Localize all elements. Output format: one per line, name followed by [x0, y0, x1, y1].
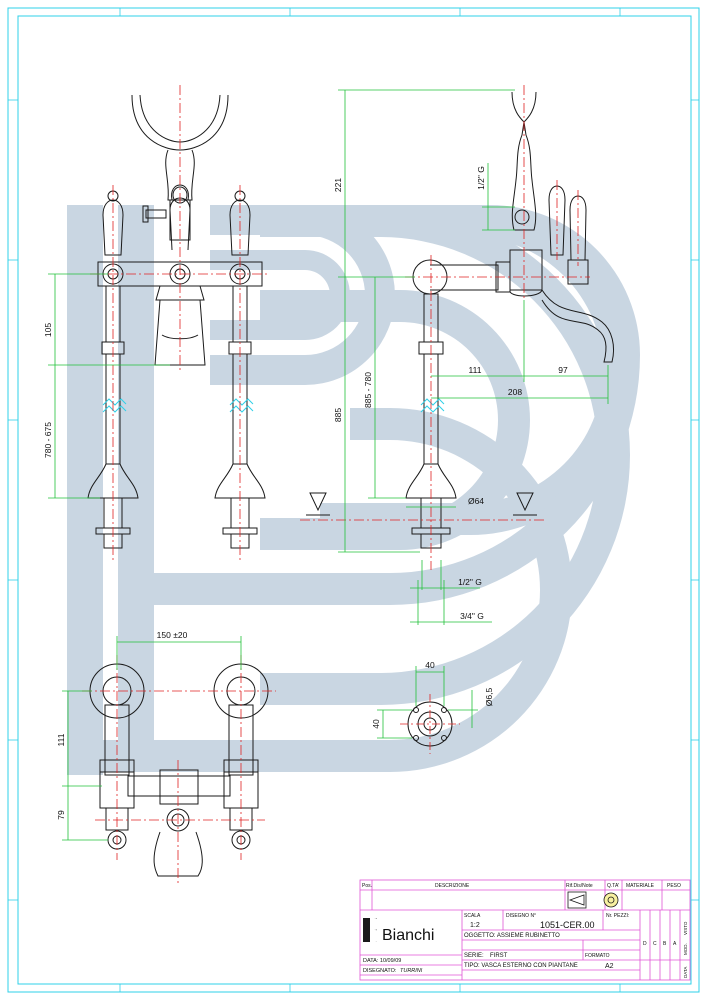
- tb-pezzi-label: Nr. PEZZI:: [606, 913, 629, 919]
- sheet-frame: [7, 7, 700, 993]
- dim-side-885-780: 885 - 780: [363, 372, 373, 408]
- dim-side-885: 885: [333, 408, 343, 422]
- dim-side-208: 208: [508, 387, 522, 397]
- dim-flange-d65: Ø6,5: [484, 688, 494, 707]
- tb-disegnato-value: TURRINI: [400, 968, 423, 974]
- tb-serie-value: FIRST: [490, 953, 508, 959]
- dim-flange-40-h: 40: [425, 660, 435, 670]
- tb-formato-label: FORMATO: [585, 953, 610, 959]
- tb-rev-b: B: [663, 941, 667, 947]
- tb-rev-a: A: [673, 941, 677, 947]
- dim-side-111: 111: [469, 365, 482, 375]
- dim-side-half-inch-bottom: 1/2" G: [458, 577, 482, 587]
- tb-col-peso: PESO: [667, 883, 681, 889]
- tb-col-pos: Pos.: [362, 883, 372, 889]
- tb-data: DATA: 10/09/09: [363, 958, 401, 964]
- tb-tipo: TIPO: VASCA ESTERNO CON PIANTANE: [464, 963, 578, 969]
- dim-plan-111: 111: [56, 733, 66, 746]
- title-block: [359, 879, 691, 981]
- titleblock-projection-icon: [568, 894, 585, 906]
- titleblock-circle-icon: [603, 892, 619, 908]
- bianchi-logo: Bianchi: [363, 918, 434, 944]
- front-view-centerlines: [90, 85, 270, 560]
- dim-front-780-675: 780 - 675: [43, 422, 53, 458]
- tb-disegnato-label: DISEGNATO:: [363, 968, 397, 974]
- tb-disegno-label: DISEGNO N°: [506, 913, 536, 919]
- flange-view-dimensions: [377, 666, 478, 739]
- titleblock-rif-symbol-box: [567, 891, 587, 909]
- tb-disegno-value: 1051-CER.00: [540, 920, 595, 930]
- tb-serie-label: SERIE:: [464, 953, 484, 959]
- tb-scala-value: 1:2: [470, 922, 480, 929]
- tb-formato-value: A2: [605, 963, 614, 970]
- dim-side-221: 221: [333, 178, 343, 192]
- dim-side-d64: Ø64: [468, 496, 484, 506]
- bianchi-watermark-logo: [67, 205, 640, 775]
- tb-col-materiale: MATERIALE: [626, 883, 655, 889]
- plan-view-centerlines: [82, 655, 276, 885]
- tb-rev-mod: MOD.: [683, 943, 688, 955]
- tb-col-descrizione: DESCRIZIONE: [435, 883, 470, 889]
- plan-view-dimensions: [62, 636, 242, 841]
- tb-rev-c: C: [653, 941, 657, 947]
- bianchi-brand-text: Bianchi: [382, 927, 434, 944]
- tb-rev-visto: VISTO: [683, 921, 688, 935]
- tb-rev-d: D: [643, 941, 647, 947]
- tb-rev-data: DATA: [683, 967, 688, 978]
- tb-col-qta: Q.TA': [607, 883, 619, 889]
- tb-col-rif: Rif.Dis/Note: [566, 883, 593, 889]
- dim-plan-150: 150 ±20: [157, 630, 188, 640]
- side-view-centerlines: [300, 85, 590, 570]
- tb-oggetto: OGGETTO: ASSIEME RUBINETTO: [464, 933, 560, 939]
- flange-view-centerlines: [400, 694, 460, 754]
- side-view-dimensions: [338, 89, 609, 625]
- dim-side-half-inch-top: 1/2" G: [476, 166, 486, 190]
- dim-side-97: 97: [558, 365, 568, 375]
- front-view-dimensions: [48, 273, 170, 499]
- dim-front-105: 105: [43, 323, 53, 337]
- dim-plan-79: 79: [56, 810, 66, 820]
- tb-scala-label: SCALA: [464, 913, 481, 919]
- dim-flange-40-v: 40: [371, 719, 381, 729]
- dim-side-three-quarter: 3/4" G: [460, 611, 484, 621]
